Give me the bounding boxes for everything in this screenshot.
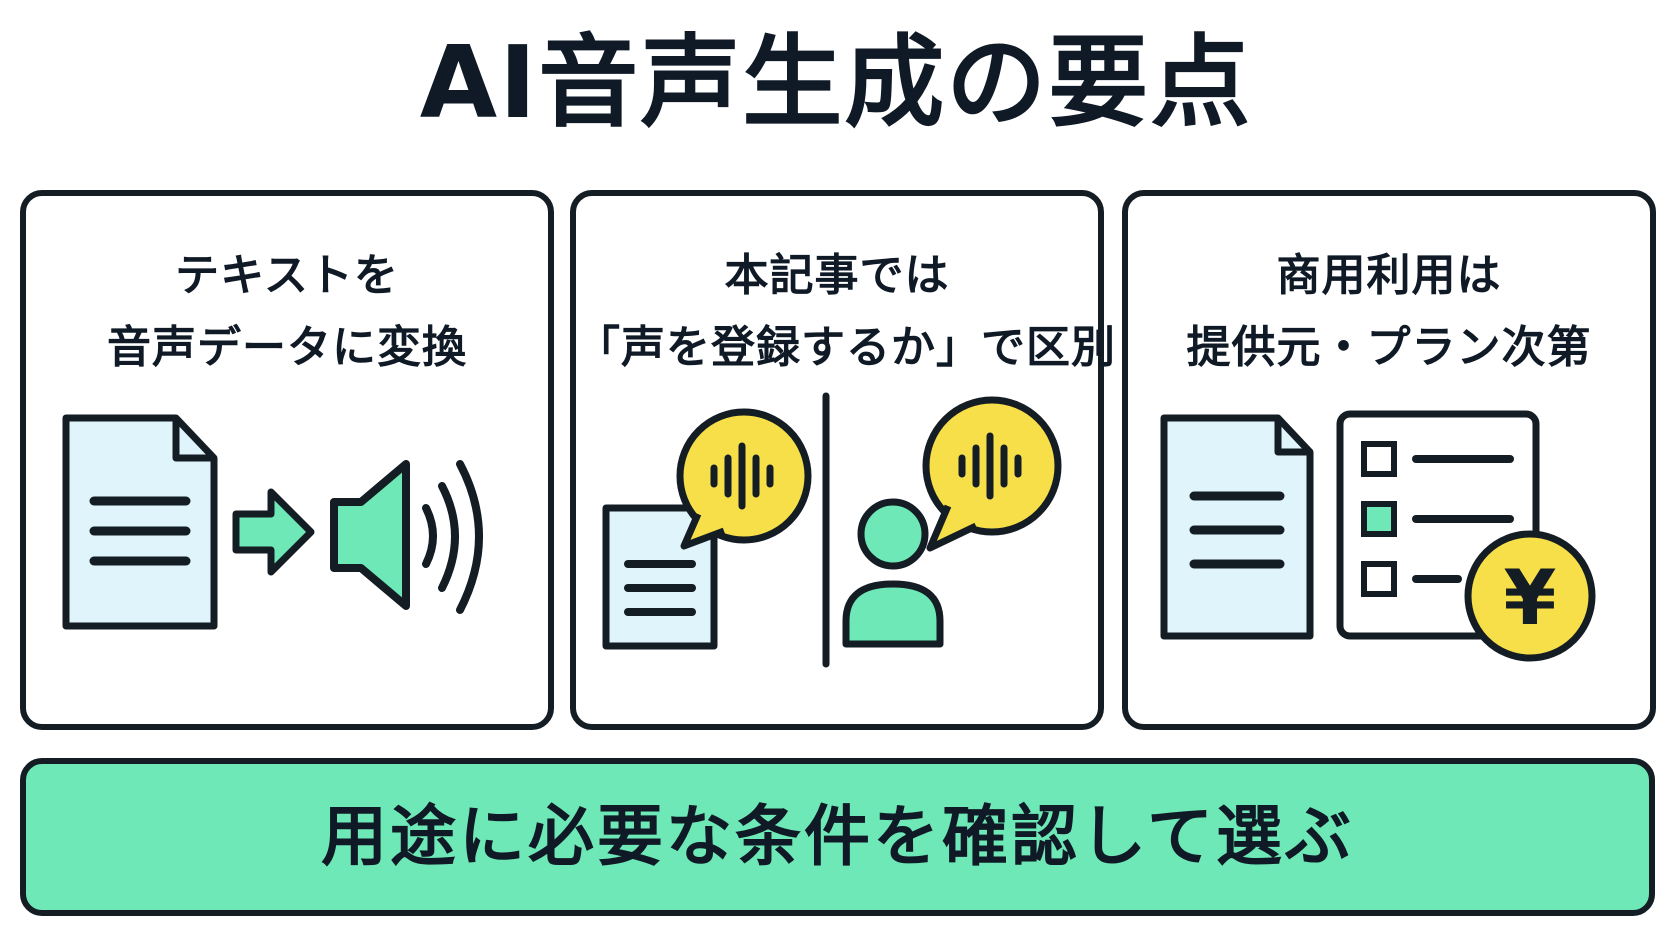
card-text-to-speech: テキストを 音声データに変換	[20, 190, 554, 730]
card-heading: 商用利用は 提供元・プラン次第	[1128, 240, 1650, 384]
card-heading-line1: テキストを	[175, 250, 399, 301]
document-icon	[62, 414, 218, 630]
card-heading-line1: 商用利用は	[1276, 250, 1502, 301]
card-heading-line2: 提供元・プラン次第	[1186, 322, 1592, 373]
person-icon	[842, 498, 944, 648]
commercial-use-illustration: ¥	[1160, 410, 1596, 662]
arrow-right-icon	[232, 488, 315, 576]
page-title: AI音声生成の要点	[419, 24, 1253, 141]
card-voice-registration: 本記事では 「声を登録するか」で区別	[570, 190, 1116, 730]
card-heading-line2: 「声を登録するか」で区別	[576, 322, 1116, 373]
card-heading-line2: 音声データに変換	[107, 322, 467, 373]
card-heading: テキストを 音声データに変換	[26, 240, 548, 384]
voice-registration-illustration	[602, 392, 1062, 668]
speech-bubble-waveform-icon	[922, 396, 1062, 552]
document-icon	[602, 504, 718, 650]
summary-banner: 用途に必要な条件を確認して選ぶ	[20, 758, 1655, 916]
speaker-icon	[330, 460, 410, 610]
text-to-speech-illustration	[62, 414, 483, 630]
yen-coin-icon: ¥	[1464, 530, 1596, 662]
card-commercial-use: 商用利用は 提供元・プラン次第 ¥	[1122, 190, 1656, 730]
document-icon	[1160, 414, 1314, 640]
card-heading-line1: 本記事では	[724, 250, 950, 301]
card-heading: 本記事では 「声を登録するか」で区別	[576, 240, 1116, 384]
yen-symbol: ¥	[1504, 553, 1557, 642]
speech-bubble-waveform-icon	[676, 408, 812, 550]
sound-waves-icon	[422, 460, 483, 614]
